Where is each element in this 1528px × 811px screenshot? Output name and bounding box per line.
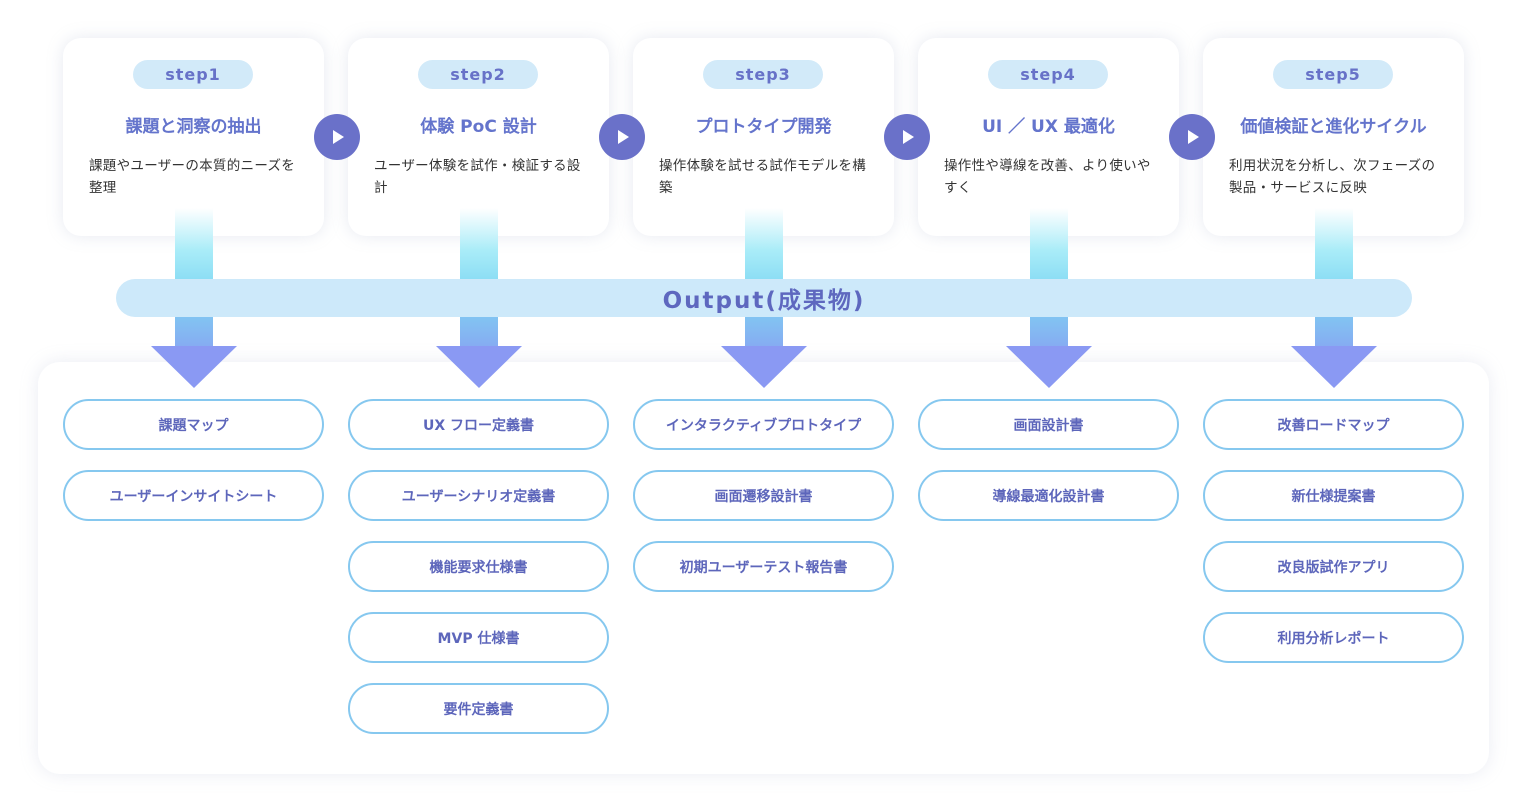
- play-connector-2: [599, 114, 645, 160]
- play-icon: [333, 130, 344, 144]
- deliverable-item: 画面設計書: [918, 399, 1179, 450]
- deliverable-item: 初期ユーザーテスト報告書: [633, 541, 894, 592]
- play-connector-4: [1169, 114, 1215, 160]
- deliverable-item: 利用分析レポート: [1203, 612, 1464, 663]
- down-arrow-icon: [1006, 346, 1092, 388]
- step-description: ユーザー体験を試作・検証する設計: [374, 158, 581, 196]
- deliverable-item: 新仕様提案書: [1203, 470, 1464, 521]
- step-description: 操作性や導線を改善、より使いやすく: [944, 158, 1151, 196]
- play-connector-1: [314, 114, 360, 160]
- step-description: 操作体験を試せる試作モデルを構築: [659, 158, 866, 196]
- step-title: プロトタイプ開発: [695, 117, 832, 137]
- step-label: step5: [1273, 60, 1393, 89]
- play-icon: [1188, 130, 1199, 144]
- step-title: 価値検証と進化サイクル: [1240, 117, 1427, 137]
- output-band: Output(成果物): [116, 279, 1412, 317]
- deliverable-item: インタラクティブプロトタイプ: [633, 399, 894, 450]
- step-label: step2: [418, 60, 538, 89]
- step-title: 課題と洞察の抽出: [125, 117, 262, 137]
- step-card-1: step1 課題と洞察の抽出 課題やユーザーの本質的ニーズを整理: [63, 38, 324, 236]
- deliverable-item: 画面遷移設計書: [633, 470, 894, 521]
- step-description: 利用状況を分析し、次フェーズの製品・サービスに反映: [1229, 158, 1436, 196]
- deliverable-item: 課題マップ: [63, 399, 324, 450]
- step-card-4: step4 UI ／ UX 最適化 操作性や導線を改善、より使いやすく: [918, 38, 1179, 236]
- down-arrow-icon: [436, 346, 522, 388]
- step-card-2: step2 体験 PoC 設計 ユーザー体験を試作・検証する設計: [348, 38, 609, 236]
- down-arrow-icon: [1291, 346, 1377, 388]
- step-title: 体験 PoC 設計: [420, 117, 537, 137]
- play-connector-3: [884, 114, 930, 160]
- deliverable-item: 機能要求仕様書: [348, 541, 609, 592]
- play-icon: [903, 130, 914, 144]
- down-arrow-icon: [721, 346, 807, 388]
- down-arrow-icon: [151, 346, 237, 388]
- deliverable-item: 改善ロードマップ: [1203, 399, 1464, 450]
- step-label: step3: [703, 60, 823, 89]
- step-title: UI ／ UX 最適化: [982, 117, 1115, 137]
- step-card-3: step3 プロトタイプ開発 操作体験を試せる試作モデルを構築: [633, 38, 894, 236]
- play-icon: [618, 130, 629, 144]
- deliverable-item: MVP 仕様書: [348, 612, 609, 663]
- step-label: step4: [988, 60, 1108, 89]
- step-description: 課題やユーザーの本質的ニーズを整理: [89, 158, 296, 196]
- deliverable-item: UX フロー定義書: [348, 399, 609, 450]
- step-card-5: step5 価値検証と進化サイクル 利用状況を分析し、次フェーズの製品・サービス…: [1203, 38, 1464, 236]
- deliverable-item: 改良版試作アプリ: [1203, 541, 1464, 592]
- step-label: step1: [133, 60, 253, 89]
- deliverable-item: 導線最適化設計書: [918, 470, 1179, 521]
- deliverable-item: 要件定義書: [348, 683, 609, 734]
- deliverable-item: ユーザーインサイトシート: [63, 470, 324, 521]
- deliverable-item: ユーザーシナリオ定義書: [348, 470, 609, 521]
